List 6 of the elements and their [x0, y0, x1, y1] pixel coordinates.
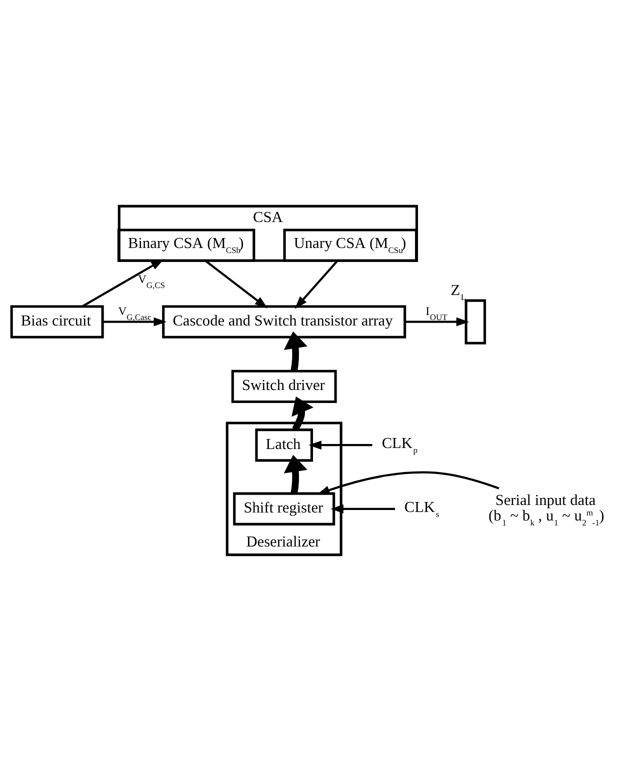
node-text: CLK$_{p}$	[382, 435, 418, 456]
edge-label: V$_{G,CS}$	[138, 272, 166, 290]
node-label: Z$_{L}$	[450, 282, 466, 302]
edge-label: V$_{G,Casc}$	[118, 304, 152, 322]
edge-label: I$_{OUT}$	[426, 304, 448, 322]
node-text: CLK$_{s}$	[404, 498, 440, 519]
